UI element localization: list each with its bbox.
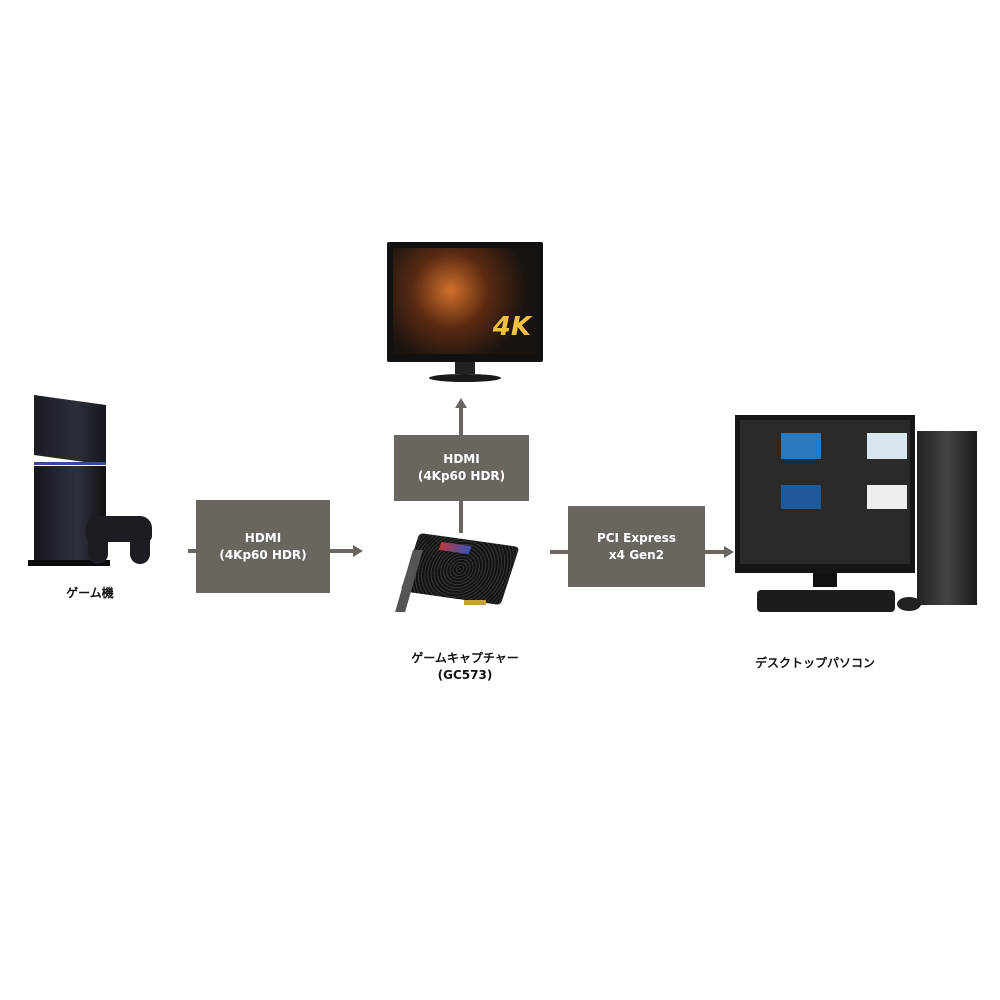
- box-title: HDMI: [244, 530, 282, 545]
- box-subtitle: (4Kp60 HDR): [219, 547, 307, 562]
- connector-line: [705, 550, 725, 554]
- arrow-up-icon: [455, 398, 467, 408]
- pc-label: デスクトップパソコン: [754, 656, 875, 670]
- connector-line: [188, 549, 196, 553]
- box-subtitle: (4Kp60 HDR): [417, 469, 506, 483]
- capture-label: ゲームキャプチャー (GC573): [380, 650, 550, 684]
- connector-line: [330, 549, 354, 553]
- pci-express-box: PCI Express x4 Gen2: [568, 506, 705, 587]
- 4k-monitor-image: 4K: [387, 242, 543, 384]
- controller-image: [86, 508, 152, 564]
- desktop-pc-image: [735, 415, 980, 615]
- box-title: PCI Express: [596, 530, 677, 545]
- box-subtitle: x4 Gen2: [608, 547, 665, 562]
- capture-label-name: ゲームキャプチャー: [411, 651, 519, 665]
- connector-line: [459, 407, 463, 435]
- capture-card-image: [395, 530, 520, 620]
- capture-label-model: (GC573): [437, 668, 493, 682]
- hdmi-passthrough-box: HDMI (4Kp60 HDR): [394, 435, 529, 501]
- monitor-badge: 4K: [492, 312, 531, 342]
- box-title: HDMI: [443, 452, 480, 466]
- console-label: ゲーム機: [66, 586, 114, 600]
- hdmi-input-box: HDMI (4Kp60 HDR): [196, 500, 330, 593]
- arrow-right-icon: [724, 546, 734, 558]
- connector-line: [550, 550, 568, 554]
- connector-line: [459, 501, 463, 533]
- arrow-right-icon: [353, 545, 363, 557]
- game-console-image: [28, 394, 110, 566]
